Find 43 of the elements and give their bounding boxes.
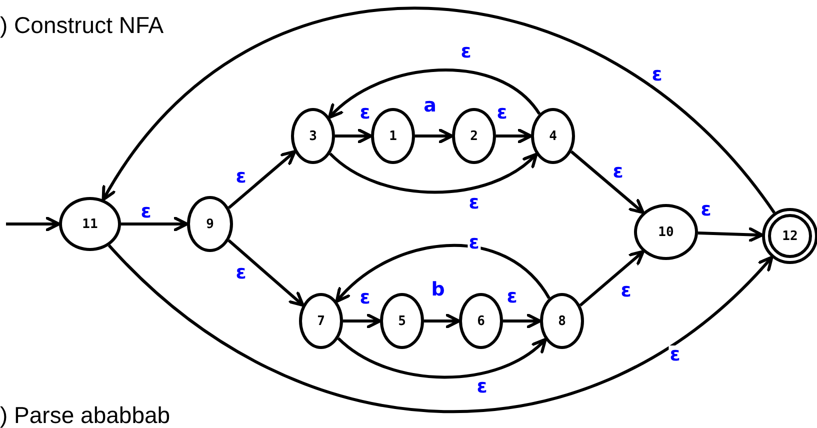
arrow <box>579 250 645 307</box>
arrow <box>108 244 774 413</box>
arrow <box>496 128 532 144</box>
state-label: 5 <box>398 314 406 328</box>
state-label: 2 <box>470 130 478 142</box>
state-circle <box>291 108 335 164</box>
state-circle <box>531 108 575 164</box>
arrow <box>102 7 776 214</box>
accept-state-circle <box>762 208 817 264</box>
arrow <box>6 216 60 232</box>
arrow <box>503 314 542 328</box>
state-label: 1 <box>389 130 397 142</box>
arrow <box>335 128 372 144</box>
state-label: 6 <box>477 314 485 328</box>
heading: ) Parse ababbab <box>0 404 170 427</box>
state-circle <box>459 293 503 349</box>
state-label: 10 <box>658 226 674 238</box>
state-label: 9 <box>206 218 214 230</box>
state-label: 8 <box>558 314 566 328</box>
arrow <box>415 128 454 144</box>
arrow <box>328 68 541 119</box>
arrow <box>228 239 304 307</box>
arrow <box>228 150 296 210</box>
state-label: 3 <box>309 130 317 142</box>
arrow <box>121 216 188 232</box>
state-circle <box>299 293 343 349</box>
arrow <box>329 152 538 194</box>
state-circle <box>380 293 424 349</box>
state-label: 11 <box>82 218 98 230</box>
state-circle <box>634 204 698 260</box>
state-circle <box>187 196 233 252</box>
state-label: 7 <box>317 314 325 328</box>
arrow <box>337 337 547 379</box>
heading: ) Construct NFA <box>0 14 164 37</box>
arrow <box>424 314 460 328</box>
state-label: 12 <box>782 230 798 242</box>
state-label: 4 <box>549 130 557 142</box>
arrow <box>335 244 550 303</box>
arrow <box>698 227 764 242</box>
arrow <box>343 314 382 328</box>
state-circle <box>452 108 496 164</box>
arrow <box>570 150 645 214</box>
state-circle <box>540 293 584 349</box>
